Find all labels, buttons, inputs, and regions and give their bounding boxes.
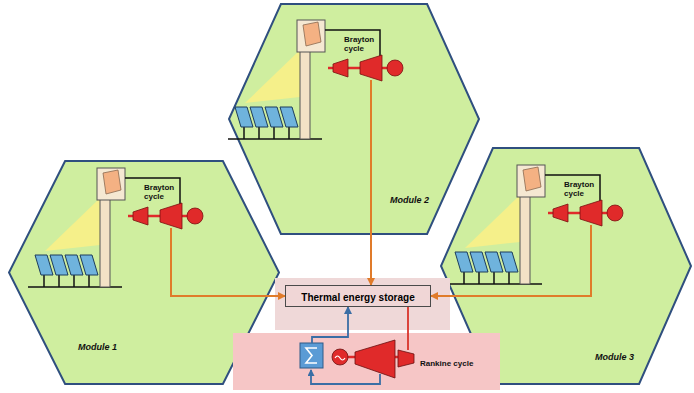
cycle-label: Brayton cycle (344, 35, 378, 53)
steam-turbine (355, 340, 395, 378)
storage-region (275, 278, 450, 330)
module-label: Module 2 (390, 195, 429, 205)
storage-label: Thermal energy storage (301, 288, 414, 308)
cycle-label: Rankine cycle (420, 359, 473, 368)
sigma-symbol (306, 348, 317, 363)
flow-connector (431, 225, 591, 296)
module-hexagon: Brayton cycleModule 1 (8, 160, 280, 385)
storage-box: Thermal energy storage (285, 285, 431, 307)
cycle-label: Brayton cycle (564, 180, 598, 198)
pump (398, 350, 414, 367)
flow-connector (312, 307, 348, 343)
rankine-band (233, 333, 500, 390)
module-hexagon: Brayton cycleModule 3 (440, 147, 692, 385)
return-line (311, 370, 380, 384)
hexagon-shape (441, 148, 691, 384)
heat-exchanger (300, 343, 323, 368)
flow-connector (171, 228, 285, 296)
module-plant (228, 20, 403, 139)
module-label: Module 1 (78, 342, 117, 352)
cycle-label: Brayton cycle (144, 183, 178, 201)
flow-connector (407, 307, 409, 350)
module-plant (28, 168, 203, 287)
module-plant (448, 165, 623, 284)
generator (332, 349, 348, 365)
module-hexagon: Brayton cycleModule 2 (228, 3, 480, 235)
hexagon-shape (9, 161, 279, 384)
module-label: Module 3 (595, 352, 634, 362)
rankine-region: Rankine cycle (233, 333, 500, 390)
shaft (346, 356, 400, 359)
hexagon-shape (229, 4, 479, 234)
flow-connector (370, 80, 372, 285)
generator-symbol (335, 356, 345, 360)
